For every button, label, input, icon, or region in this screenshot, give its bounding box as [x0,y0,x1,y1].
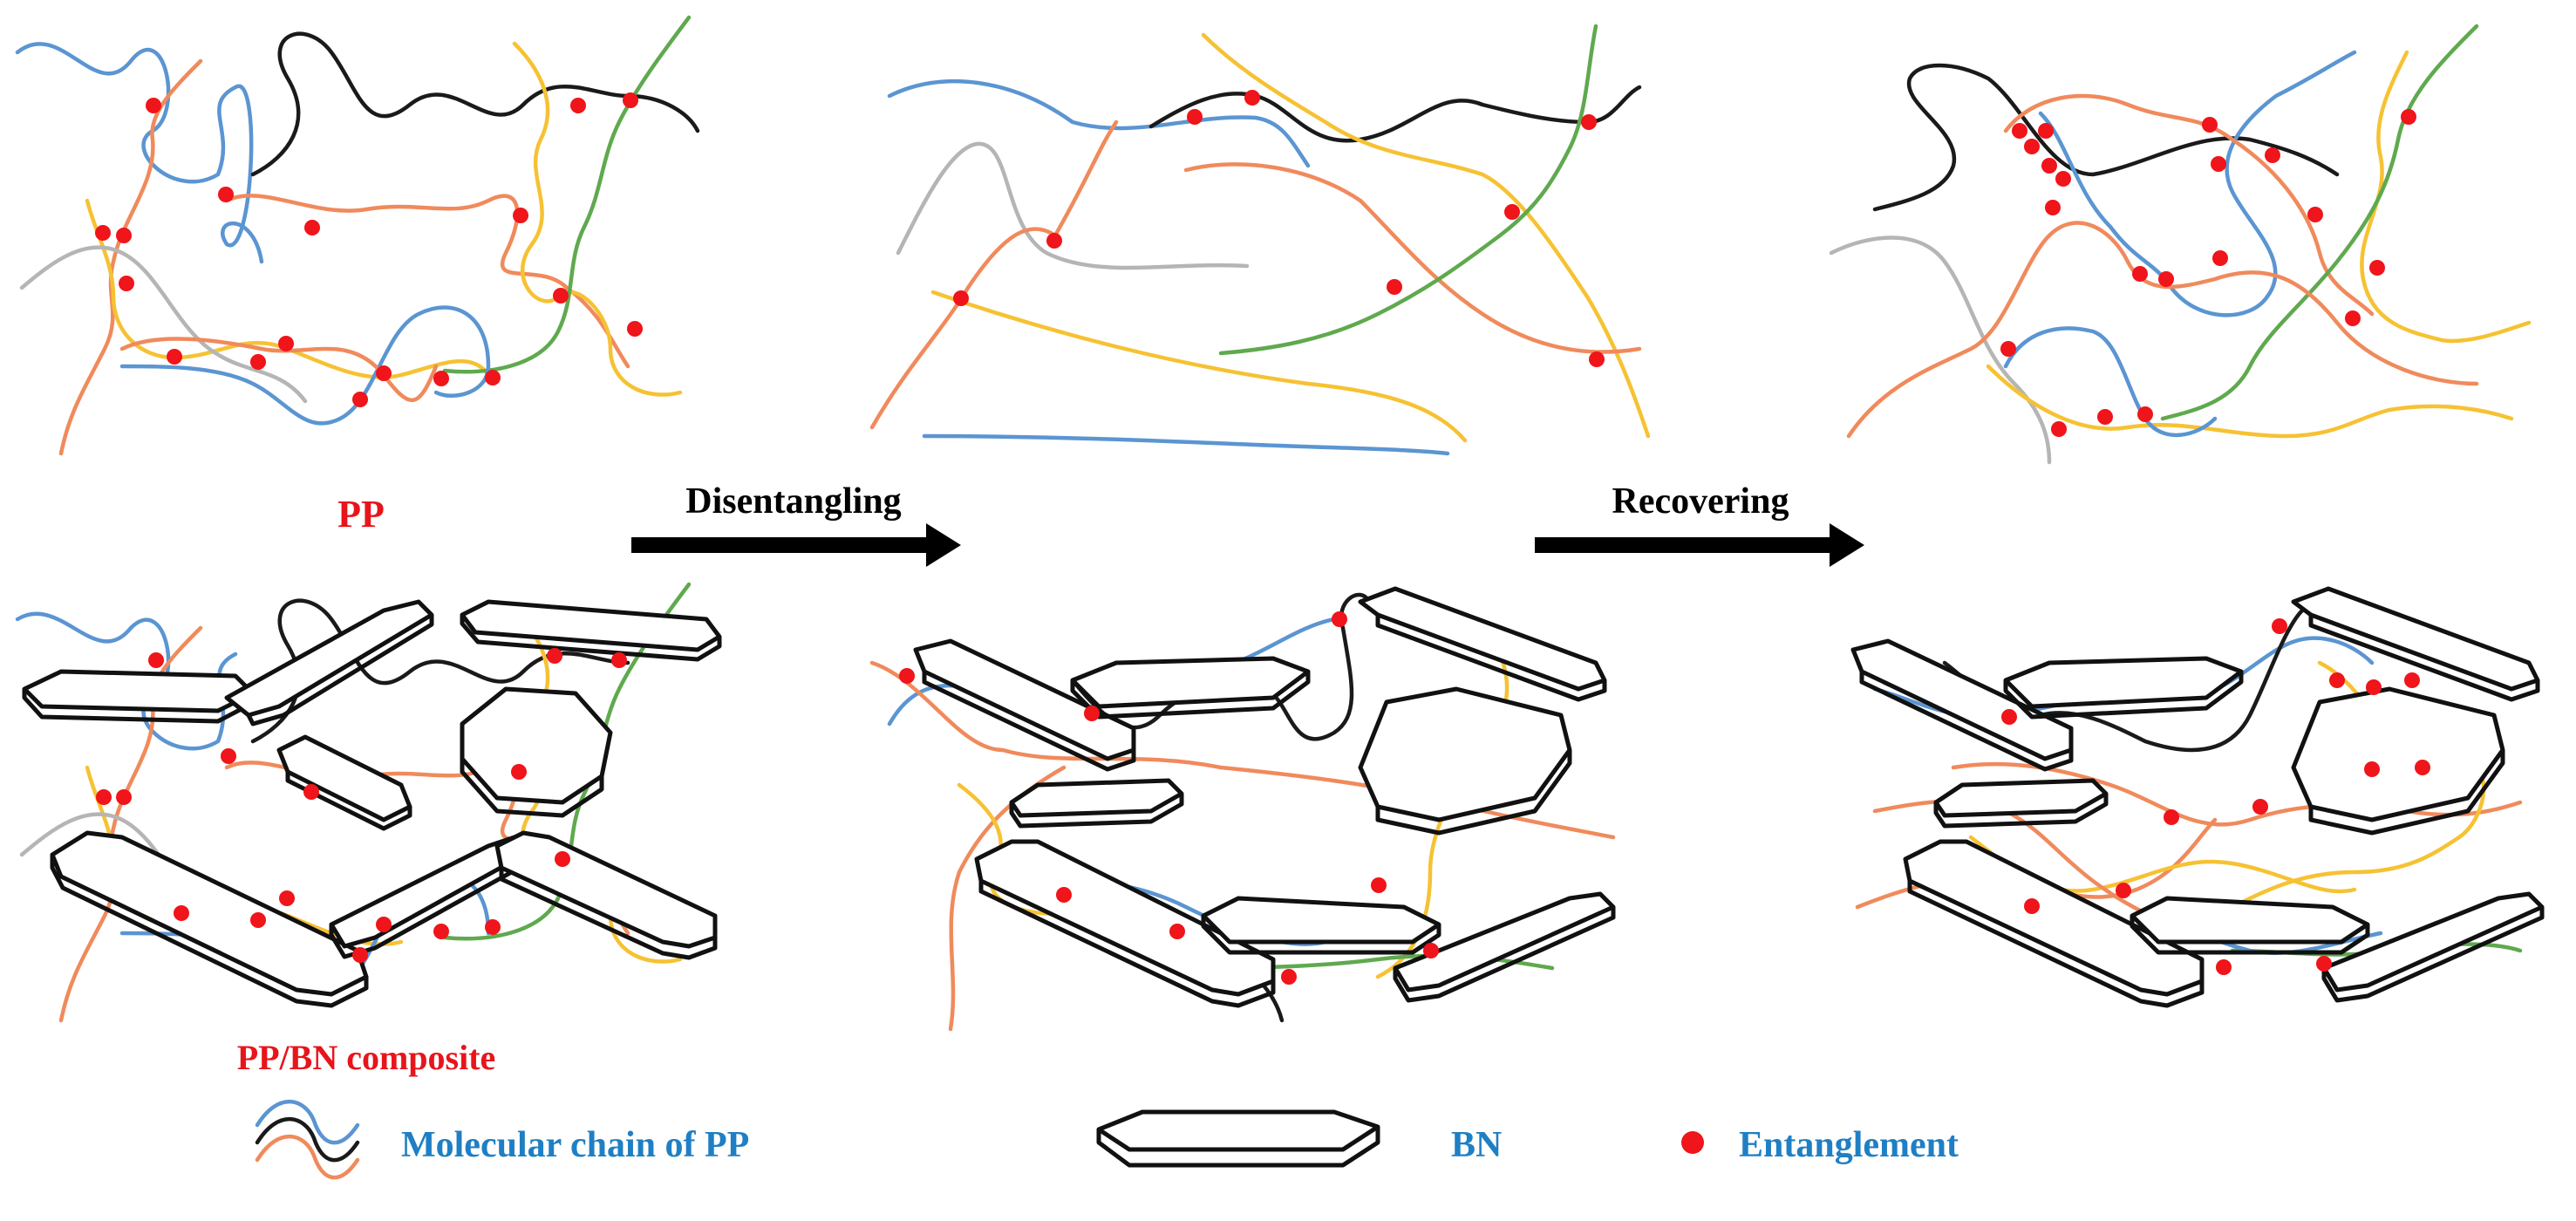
entanglement-dots [96,648,627,963]
panel-pp-recovered [1829,24,2532,465]
entanglement-dots [2001,618,2430,975]
bn-platelets [913,586,1616,1008]
arrow-right-icon [926,523,961,567]
chain-icon [255,1099,360,1180]
panel-pp-bn-disentangled [869,586,1616,1032]
panel-pp-disentangled [869,24,1651,456]
entanglement-dots [2000,109,2416,437]
legend-label-entanglement: Entanglement [1739,1125,1959,1165]
arrow-right-icon [1830,523,1864,567]
label-disentangling: Disentangling [685,481,901,522]
label-recovering: Recovering [1612,481,1789,522]
legend-label-bn: BN [1451,1125,1502,1165]
label-pp-bn-composite: PP/BN composite [237,1038,496,1077]
legend-label-chain: Molecular chain of PP [401,1125,749,1165]
bn-platelet-icon [1096,1109,1380,1168]
entanglement-dots [953,90,1605,367]
arrow-disentangling [631,523,961,567]
panel-pp-entangled [15,15,700,456]
entanglement-dots [899,611,1439,985]
entanglement-dots [95,92,643,407]
panel-pp-bn-recovered [1850,586,2545,1008]
bn-platelets [1850,586,2545,1008]
entanglement-dot-icon [1681,1131,1704,1154]
label-pp: PP [337,493,385,535]
arrow-recovering [1535,523,1864,567]
bn-platelets [22,599,722,1008]
legend [255,1099,1704,1180]
panel-pp-bn-entangled [15,582,722,1023]
